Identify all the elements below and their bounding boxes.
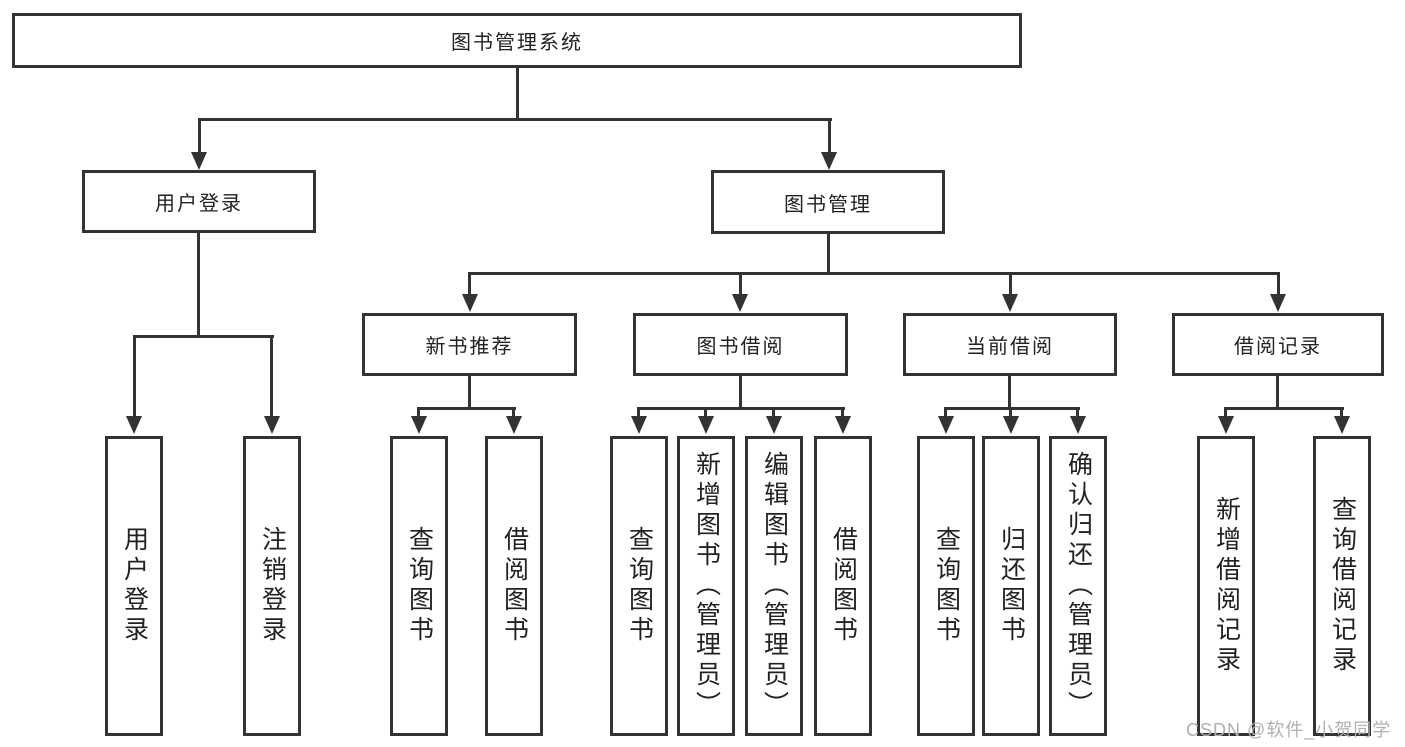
- leaf-borrow-books: 借阅图书: [814, 436, 872, 736]
- node-book-borrowing-label: 图书借阅: [696, 336, 785, 358]
- arrow-down-icon: [938, 416, 954, 434]
- connector-root-stem: [516, 68, 519, 121]
- leaf-edit-books-admin: 编辑图书（管理员）: [745, 436, 803, 736]
- connector-drop-leaf: [1009, 407, 1012, 418]
- leaf-query-books-recommend: 查询图书: [390, 436, 448, 736]
- leaf-query-books-borrow: 查询图书: [610, 436, 668, 736]
- node-current-borrowing-label: 当前借阅: [966, 336, 1054, 358]
- connector-borrow-record-bar: [1224, 407, 1344, 410]
- arrow-down-icon: [411, 416, 427, 434]
- connector-drop-leaf: [772, 407, 775, 418]
- leaf-query-borrow-record: 查询借阅记录: [1313, 436, 1371, 736]
- leaf-query-books-current: 查询图书: [917, 436, 975, 736]
- arrow-down-icon: [264, 416, 280, 434]
- connector-drop-leaf: [133, 335, 136, 418]
- leaf-return-books: 归还图书: [982, 436, 1040, 736]
- leaf-query-books-recommend-label: 查询图书: [405, 526, 434, 646]
- leaf-user-login-label: 用户登录: [120, 526, 149, 646]
- leaf-query-books-current-label: 查询图书: [932, 526, 961, 646]
- connector-book-borrow-bar: [637, 407, 845, 410]
- connector-drop-leaf: [1224, 407, 1227, 418]
- arrow-down-icon: [1003, 416, 1019, 434]
- connector-book-management-stem: [827, 233, 830, 275]
- arrow-down-icon: [1002, 294, 1018, 312]
- leaf-add-books-admin-label: 新增图书（管理员）: [692, 451, 721, 721]
- connector-current-borrow-bar: [944, 407, 1080, 410]
- arrow-down-icon: [1270, 294, 1286, 312]
- arrow-down-icon: [506, 416, 522, 434]
- leaf-confirm-return-admin-label: 确认归还（管理员）: [1064, 451, 1093, 721]
- leaf-borrow-books-recommend: 借阅图书: [485, 436, 543, 736]
- arrow-down-icon: [631, 416, 647, 434]
- connector-user-login-bar: [133, 335, 274, 338]
- leaf-borrow-books-recommend-label: 借阅图书: [500, 526, 529, 646]
- arrow-down-icon: [835, 416, 851, 434]
- connector-new-book-bar: [417, 407, 516, 410]
- node-new-book-recommendation-label: 新书推荐: [425, 336, 514, 358]
- connector-drop-leaf: [704, 407, 707, 418]
- arrow-down-icon: [462, 294, 478, 312]
- node-book-borrowing: 图书借阅: [633, 313, 848, 376]
- leaf-logout: 注销登录: [243, 436, 301, 736]
- connector-drop-leaf: [512, 407, 515, 418]
- leaf-logout-label: 注销登录: [258, 526, 287, 646]
- connector-drop-leaf: [841, 407, 844, 418]
- arrow-down-icon: [126, 416, 142, 434]
- connector-user-login-stem: [197, 233, 200, 338]
- connector-drop-leaf: [1076, 407, 1079, 418]
- connector-new-book-stem: [468, 376, 471, 409]
- node-root: 图书管理系统: [12, 13, 1022, 68]
- arrow-down-icon: [1218, 416, 1234, 434]
- leaf-add-borrow-record: 新增借阅记录: [1197, 436, 1255, 736]
- arrow-down-icon: [732, 294, 748, 312]
- connector-root-bar: [198, 118, 832, 121]
- connector-drop-leaf: [417, 407, 420, 418]
- connector-current-borrow-stem: [1008, 376, 1011, 409]
- connector-drop-level3: [1277, 272, 1280, 296]
- connector-drop-level3: [1009, 272, 1012, 296]
- connector-drop-user-login: [198, 118, 201, 154]
- arrow-down-icon: [1070, 416, 1086, 434]
- arrow-down-icon: [766, 416, 782, 434]
- connector-drop-level3: [468, 272, 471, 296]
- connector-drop-leaf: [637, 407, 640, 418]
- leaf-query-borrow-record-label: 查询借阅记录: [1328, 496, 1357, 676]
- connector-drop-book-management: [828, 118, 831, 154]
- arrow-down-icon: [821, 152, 837, 170]
- leaf-user-login: 用户登录: [105, 436, 163, 736]
- leaf-add-borrow-record-label: 新增借阅记录: [1212, 496, 1241, 676]
- connector-drop-leaf: [1340, 407, 1343, 418]
- node-root-label: 图书管理系统: [451, 32, 583, 54]
- arrow-down-icon: [191, 152, 207, 170]
- connector-book-borrow-stem: [739, 376, 742, 409]
- connector-borrow-record-stem: [1276, 376, 1279, 409]
- leaf-query-books-borrow-label: 查询图书: [625, 526, 654, 646]
- connector-book-management-bar: [468, 272, 1280, 275]
- node-book-management-label: 图书管理: [784, 193, 872, 216]
- leaf-return-books-label: 归还图书: [997, 526, 1026, 646]
- node-new-book-recommendation: 新书推荐: [362, 313, 577, 376]
- arrow-down-icon: [1334, 416, 1350, 434]
- node-borrowing-records: 借阅记录: [1172, 313, 1384, 376]
- connector-drop-leaf: [270, 335, 273, 418]
- node-book-management: 图书管理: [711, 170, 945, 234]
- node-user-login: 用户登录: [82, 170, 316, 233]
- leaf-add-books-admin: 新增图书（管理员）: [677, 436, 735, 736]
- arrow-down-icon: [698, 416, 714, 434]
- watermark: CSDN @软件_小贺同学: [1186, 720, 1392, 740]
- connector-drop-level3: [739, 272, 742, 296]
- leaf-edit-books-admin-label: 编辑图书（管理员）: [760, 451, 789, 721]
- node-user-login-label: 用户登录: [155, 193, 243, 215]
- connector-drop-leaf: [944, 407, 947, 418]
- node-borrowing-records-label: 借阅记录: [1234, 336, 1322, 358]
- leaf-borrow-books-label: 借阅图书: [829, 526, 858, 646]
- node-current-borrowing: 当前借阅: [903, 313, 1117, 376]
- leaf-confirm-return-admin: 确认归还（管理员）: [1049, 436, 1107, 736]
